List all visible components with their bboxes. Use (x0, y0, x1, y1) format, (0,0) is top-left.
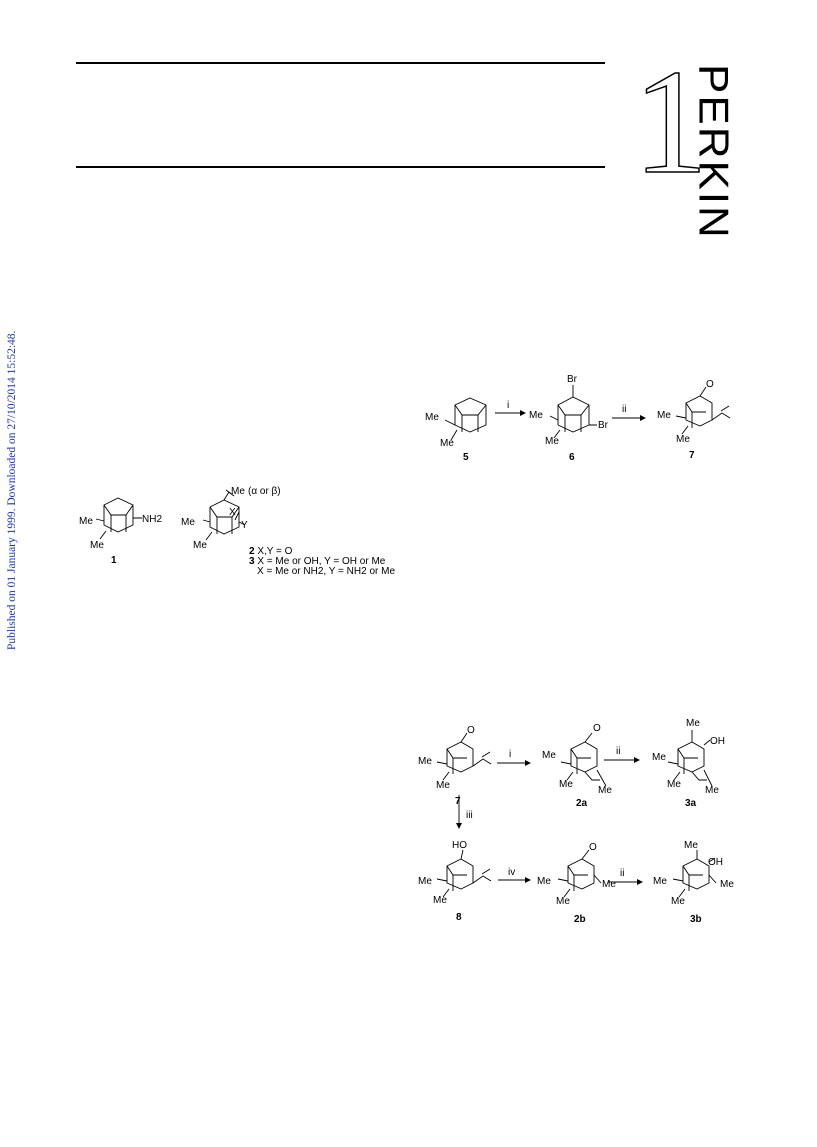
s2c2b-sub-0: O (589, 842, 597, 853)
s2-compound-8: HO Me Me 8 (418, 840, 492, 923)
c23-sub-0: Me (231, 486, 245, 497)
legend-2-text: X,Y = O (255, 546, 293, 557)
c23-sub-3: X (229, 507, 236, 518)
header-rule-top (76, 62, 605, 64)
c7-sub-0: O (706, 379, 714, 390)
c6-sub-3: Me (545, 436, 559, 447)
compound-2-3-structure: Me (α or β) Me X Y Me (181, 486, 281, 551)
s2-compound-3b: Me OH Me Me Me 3b (653, 840, 734, 925)
s2c2a-sub-3: Me (598, 785, 612, 796)
c5-label: 5 (463, 452, 469, 463)
s2-arrow-ii-a-label: ii (616, 746, 620, 757)
legend-3-num: 3 (249, 556, 255, 567)
c6-sub-0: Br (567, 374, 578, 385)
s2-arrow-i: i (497, 749, 531, 766)
s2c2b-sub-2: Me (602, 879, 616, 890)
structures-1-2-3: Me NH2 Me 1 Me (α or β) Me X Y Me 2 X,Y … (79, 486, 395, 577)
arrow-ii: ii (612, 404, 646, 421)
s2-arrow-iii: iii (456, 795, 473, 829)
s2c3b-sub-1: OH (708, 857, 723, 868)
c23-sub-2: Me (181, 517, 195, 528)
s2-arrow-iv-label: iv (508, 867, 515, 878)
s2-arrow-ii-a: ii (604, 746, 640, 763)
arrow-ii-label: ii (622, 404, 626, 415)
legend-3-text: X = Me or OH, Y = OH or Me (255, 556, 386, 567)
s2c2b-sub-1: Me (537, 876, 551, 887)
s2-compound-7: O Me Me 7 (418, 725, 492, 807)
s2c8-label: 8 (456, 912, 462, 923)
c6-sub-2: Br (598, 420, 609, 431)
c23-sub-1: (α or β) (248, 486, 281, 497)
scheme-1: Me Me 5 i Br Me Br Me 6 ii O Me Me 7 (425, 374, 731, 463)
arrow-i-label: i (507, 400, 509, 411)
s2-compound-3a: Me OH Me Me Me 3a (652, 718, 725, 809)
c23-sub-4: Y (241, 520, 248, 531)
logo-word: PERKIN (690, 64, 737, 240)
c5-sub-1: Me (440, 438, 454, 449)
c6-label: 6 (569, 452, 575, 463)
s2-arrow-i-label: i (509, 749, 511, 760)
s2c8-sub-2: Me (433, 895, 447, 906)
legend-line-3: 3 X = Me or OH, Y = OH or Me (249, 556, 386, 567)
arrow-i: i (495, 400, 526, 416)
s2c3a-sub-2: Me (652, 752, 666, 763)
s2c3a-sub-3: Me (667, 779, 681, 790)
compound-6-structure: Br Me Br Me 6 (529, 374, 609, 463)
legend-3b-text: X = Me or NH2, Y = NH2 or Me (257, 566, 395, 577)
s2c8-sub-1: Me (418, 876, 432, 887)
s2c3b-sub-2: Me (653, 876, 667, 887)
s2c2a-sub-2: Me (559, 779, 573, 790)
s2c7-sub-1: Me (418, 756, 432, 767)
s2c3a-label: 3a (685, 798, 697, 809)
s2-compound-2a: O Me Me Me 2a (542, 723, 612, 809)
s2-arrow-ii-b: ii (608, 868, 643, 885)
s2c8-sub-0: HO (452, 840, 467, 851)
s2c3b-sub-0: Me (684, 840, 698, 851)
s2-compound-2b: O Me Me Me 2b (537, 842, 616, 925)
s2c7-sub-0: O (467, 725, 475, 736)
s2c3b-label: 3b (690, 914, 702, 925)
header-rule-bottom (76, 166, 605, 168)
c7-label: 7 (689, 450, 695, 461)
s2c3a-sub-4: Me (705, 785, 719, 796)
s2c3b-sub-3: Me (720, 879, 734, 890)
s2c2b-sub-3: Me (556, 896, 570, 907)
c7-sub-1: Me (657, 410, 671, 421)
c7-sub-2: Me (676, 434, 690, 445)
s2c2a-label: 2a (576, 798, 588, 809)
c6-sub-1: Me (529, 410, 543, 421)
s2c7-label: 7 (455, 796, 461, 807)
legend-2-num: 2 (249, 546, 255, 557)
c1-sub-0: Me (79, 516, 93, 527)
c5-sub-0: Me (425, 412, 439, 423)
compound-2-3-legend: 2 X,Y = O 3 X = Me or OH, Y = OH or Me X… (249, 546, 395, 577)
journal-logo: 1 PERKIN (632, 46, 745, 240)
s2c2a-sub-0: O (593, 723, 601, 734)
s2c2b-label: 2b (574, 914, 586, 925)
download-note: Published on 01 January 1999. Downloaded… (6, 330, 18, 650)
scheme-2: O Me Me 7 i O Me Me Me 2a ii Me OH Me Me… (418, 718, 734, 925)
s2c3b-sub-4: Me (671, 896, 685, 907)
legend-line-2: 2 X,Y = O (249, 546, 293, 557)
s2-arrow-iv: iv (498, 867, 531, 883)
s2c3a-sub-0: Me (686, 718, 700, 729)
c1-sub-1: NH2 (142, 514, 162, 525)
compound-7-structure: O Me Me 7 (657, 379, 731, 461)
s2-arrow-iii-label: iii (466, 810, 473, 821)
c23-sub-5: Me (193, 540, 207, 551)
s2-arrow-ii-b-label: ii (620, 868, 624, 879)
s2c2a-sub-1: Me (542, 750, 556, 761)
logo-digit: 1 (632, 39, 709, 205)
legend-line-3b: X = Me or NH2, Y = NH2 or Me (257, 566, 395, 577)
compound-5-structure: Me Me 5 (425, 397, 487, 463)
s2c3a-sub-1: OH (710, 736, 725, 747)
c1-sub-2: Me (90, 540, 104, 551)
s2c7-sub-2: Me (436, 780, 450, 791)
compound-1-structure: Me NH2 Me 1 (79, 497, 162, 566)
c1-label: 1 (111, 555, 117, 566)
